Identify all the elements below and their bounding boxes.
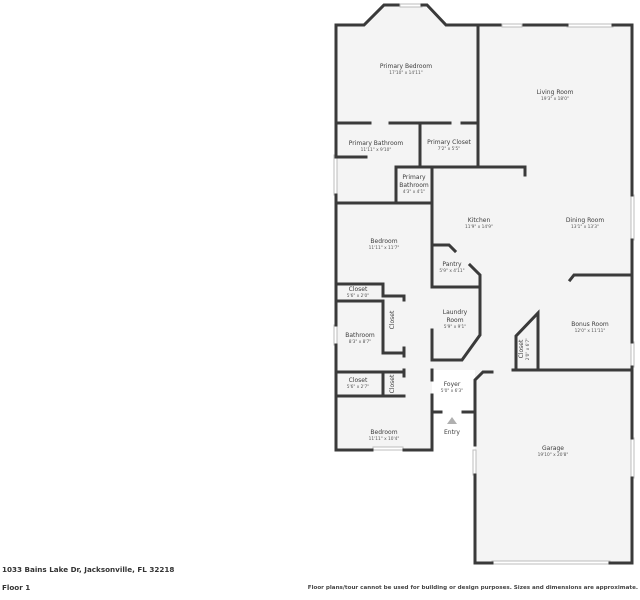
room-primary-bathroom: Primary Bathroom <box>349 140 404 147</box>
svg-text:Room: Room <box>446 317 463 324</box>
svg-text:11'11" x 9'10": 11'11" x 9'10" <box>361 147 392 153</box>
room-dining-room: Dining Room <box>566 217 605 224</box>
room-closet-bonus: Closet <box>518 339 525 358</box>
property-address: 1033 Bains Lake Dr, Jacksonville, FL 322… <box>2 565 175 574</box>
room-pantry: Pantry <box>442 261 462 268</box>
room-closet-2: Closet <box>349 377 368 384</box>
svg-text:Bathroom: Bathroom <box>399 182 429 189</box>
room-kitchen: Kitchen <box>468 217 491 224</box>
room-labels: Primary Bedroom 17'10" x 14'11" Living R… <box>345 63 609 458</box>
entry-arrow-icon <box>447 417 457 424</box>
room-living-room: Living Room <box>537 89 574 96</box>
floor-areas <box>336 6 632 563</box>
room-primary-bathroom-2: Primary <box>402 174 426 181</box>
svg-text:11'11" x 10'4": 11'11" x 10'4" <box>369 436 400 442</box>
room-foyer: Foyer <box>444 381 461 388</box>
room-bedroom-1: Bedroom <box>370 238 397 245</box>
svg-text:7'2" x 5'5": 7'2" x 5'5" <box>438 146 461 152</box>
svg-text:4'3" x 4'1": 4'3" x 4'1" <box>403 189 426 195</box>
svg-text:5'9" x 9'1": 5'9" x 9'1" <box>444 324 467 330</box>
svg-text:19'10" x 20'8": 19'10" x 20'8" <box>538 452 569 458</box>
svg-text:5'6" x 2'7": 5'6" x 2'7" <box>347 384 370 390</box>
room-primary-bedroom: Primary Bedroom <box>380 63 432 70</box>
svg-text:11'11" x 11'7": 11'11" x 11'7" <box>369 245 400 251</box>
svg-text:2'0" x 6'7": 2'0" x 6'7" <box>525 338 531 361</box>
room-bonus-room: Bonus Room <box>571 321 609 328</box>
room-bathroom: Bathroom <box>345 332 375 339</box>
svg-text:5'9" x 4'11": 5'9" x 4'11" <box>439 268 464 274</box>
svg-text:13'1" x 13'3": 13'1" x 13'3" <box>571 224 599 230</box>
room-closet-vertical-1: Closet <box>389 310 396 329</box>
room-garage: Garage <box>542 445 564 452</box>
svg-text:5'0" x 6'3": 5'0" x 6'3" <box>441 388 464 394</box>
entry-label: Entry <box>444 429 460 436</box>
room-laundry: Laundry <box>443 309 468 316</box>
room-closet-vertical-2: Closet <box>389 374 396 393</box>
floor-label: Floor 1 <box>2 583 31 592</box>
walls <box>334 3 634 565</box>
svg-text:8'3" x 8'7": 8'3" x 8'7" <box>349 339 372 345</box>
room-closet-1: Closet <box>349 286 368 293</box>
disclaimer: Floor plans/tour cannot be used for buil… <box>307 585 638 591</box>
svg-text:19'3" x 18'0": 19'3" x 18'0" <box>541 96 569 102</box>
svg-text:12'0" x 11'11": 12'0" x 11'11" <box>575 328 606 334</box>
svg-text:17'10" x 14'11": 17'10" x 14'11" <box>389 70 422 76</box>
room-primary-closet: Primary Closet <box>427 139 471 146</box>
room-bedroom-2: Bedroom <box>370 429 397 436</box>
svg-text:11'9" x 14'9": 11'9" x 14'9" <box>465 224 493 230</box>
svg-text:5'6" x 2'0": 5'6" x 2'0" <box>347 293 370 299</box>
